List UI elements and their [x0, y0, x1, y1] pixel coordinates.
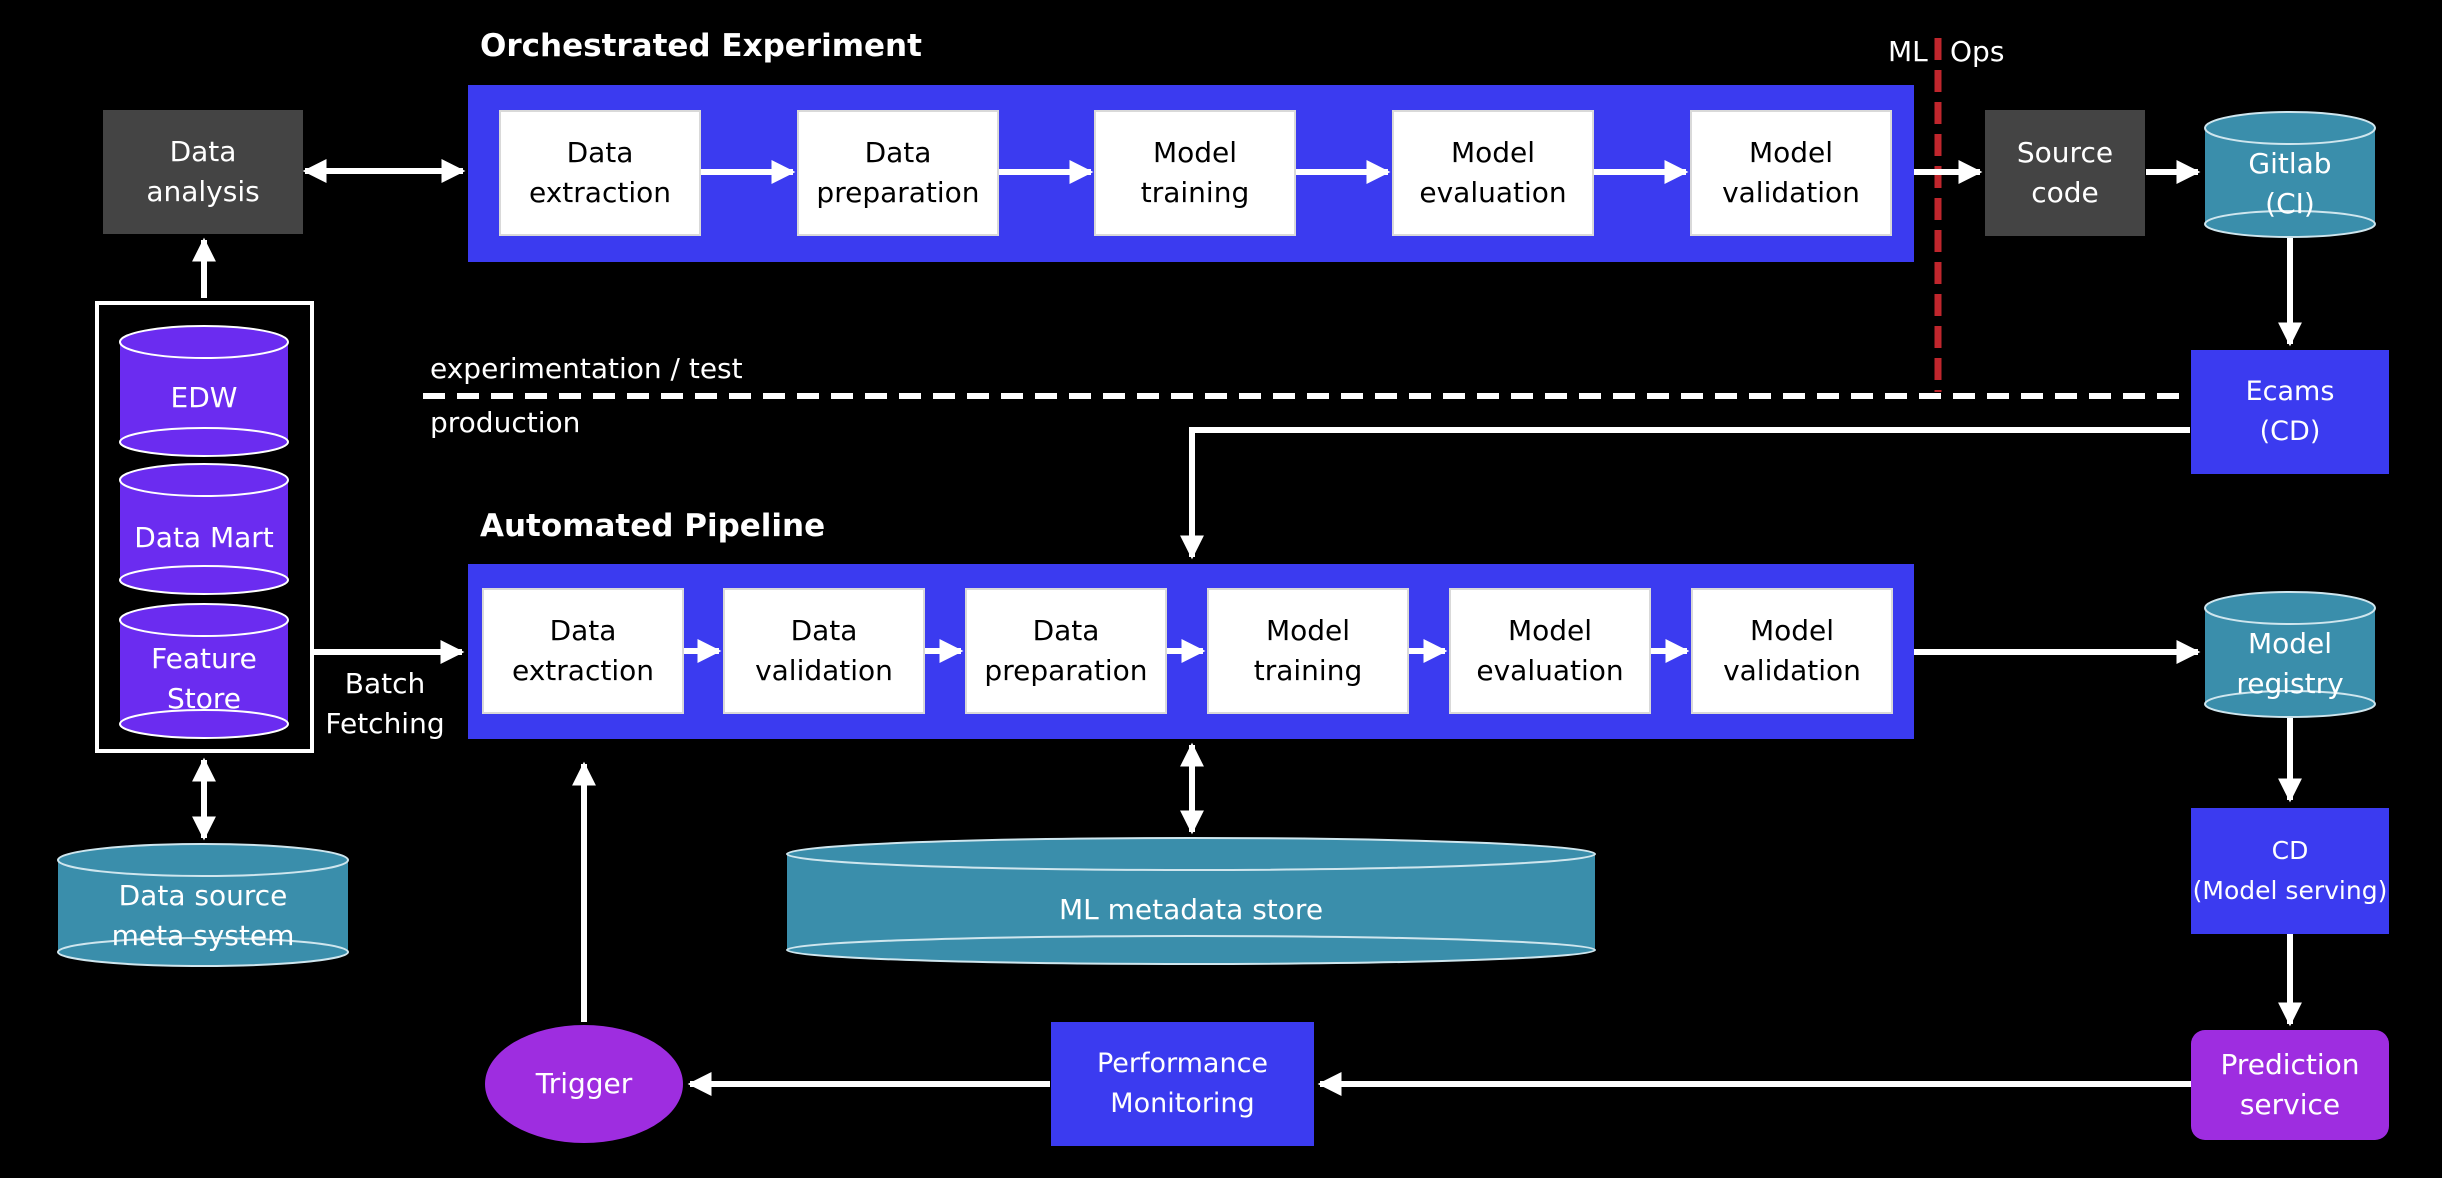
data-analysis-line-1: Data [169, 135, 237, 168]
step-line-1: Model [1152, 136, 1238, 169]
data-source-meta-line-1: Data source [118, 879, 288, 912]
step-line-2: training [1140, 176, 1250, 209]
source-code-line-1: Source [2016, 136, 2114, 169]
model-registry-line-2: registry [2236, 667, 2344, 700]
model-registry-cylinder-shape [2204, 591, 2376, 718]
ecams-line-1: Ecams [2245, 376, 2335, 407]
step-line-2: preparation [816, 176, 980, 209]
arrow-ecams-to-pipeline [1180, 427, 2190, 560]
performance-monitoring-box: Performance Monitoring [1051, 1022, 1314, 1146]
step-line-2: evaluation [1419, 176, 1567, 209]
step-line-2: evaluation [1476, 654, 1624, 687]
experimentation-label: experimentation / test [430, 352, 743, 385]
step-line-1: Model [1507, 614, 1593, 647]
trigger-label: Trigger [535, 1067, 633, 1100]
gitlab-line-1: Gitlab [2248, 147, 2332, 180]
step-line-1: Data [549, 614, 617, 647]
step-line-1: Data [566, 136, 634, 169]
model-registry-label: Model registry [2205, 624, 2375, 704]
auto-step-model-validation: Model validation [1691, 588, 1893, 714]
batch-fetching-line-2: Fetching [325, 707, 445, 740]
step-line-1: Data [1032, 614, 1100, 647]
production-label: production [430, 406, 581, 439]
model-registry-line-1: Model [2247, 627, 2333, 660]
step-line-2: validation [1722, 176, 1860, 209]
ecams-box: Ecams (CD) [2191, 350, 2389, 474]
data-mart-cylinder-shape [119, 463, 289, 595]
auto-step-model-evaluation: Model evaluation [1449, 588, 1651, 714]
step-line-1: Model [1450, 136, 1536, 169]
gitlab-line-2: (CI) [2265, 187, 2315, 220]
step-line-2: extraction [529, 176, 671, 209]
feature-store-label: Feature Store [120, 639, 288, 719]
data-source-meta-line-2: meta system [111, 919, 295, 952]
data-mart-label: Data Mart [134, 521, 274, 554]
performance-line-1: Performance [1096, 1048, 1269, 1079]
orchestrated-title: Orchestrated Experiment [480, 28, 922, 64]
step-line-2: validation [1723, 654, 1861, 687]
feature-store-cylinder-shape [119, 603, 289, 739]
orch-step-model-training: Model training [1094, 110, 1296, 236]
trigger-ellipse [485, 1025, 683, 1143]
ml-metadata-store-label: ML metadata store [1058, 893, 1324, 926]
orch-step-model-validation: Model validation [1690, 110, 1892, 236]
feature-store-line-1: Feature [151, 642, 257, 675]
step-line-1: Model [1265, 614, 1351, 647]
prediction-service-box: Prediction service [2191, 1030, 2389, 1140]
orch-step-data-preparation: Data preparation [797, 110, 999, 236]
prediction-line-1: Prediction [2220, 1048, 2360, 1081]
ops-label: Ops [1950, 35, 2005, 68]
step-line-1: Data [864, 136, 932, 169]
source-code-line-2: code [2031, 176, 2099, 209]
orch-step-model-evaluation: Model evaluation [1392, 110, 1594, 236]
auto-step-data-validation: Data validation [723, 588, 925, 714]
data-store-group [95, 301, 314, 753]
gitlab-label: Gitlab (CI) [2205, 144, 2375, 224]
data-analysis-box: Data analysis [103, 110, 303, 234]
step-line-1: Model [1749, 614, 1835, 647]
ecams-line-2: (CD) [2259, 416, 2321, 447]
cd-model-serving-box: CD (Model serving) [2191, 808, 2389, 934]
batch-fetching-label: Batch Fetching [320, 664, 450, 744]
step-line-2: validation [755, 654, 893, 687]
feature-store-line-2: Store [166, 682, 241, 715]
automated-title: Automated Pipeline [480, 508, 826, 544]
auto-step-model-training: Model training [1207, 588, 1409, 714]
data-analysis-line-2: analysis [146, 175, 260, 208]
step-line-2: training [1253, 654, 1363, 687]
step-line-2: extraction [512, 654, 654, 687]
data-source-meta-label: Data source meta system [58, 876, 348, 956]
gitlab-cylinder-shape [2204, 111, 2376, 238]
auto-step-data-preparation: Data preparation [965, 588, 1167, 714]
cd-line-2: (Model serving) [2192, 876, 2388, 905]
source-code-box: Source code [1985, 110, 2145, 236]
performance-line-2: Monitoring [1110, 1088, 1255, 1119]
step-line-1: Model [1748, 136, 1834, 169]
step-line-1: Data [790, 614, 858, 647]
auto-step-data-extraction: Data extraction [482, 588, 684, 714]
ml-label: ML [1888, 35, 1928, 68]
orch-step-data-extraction: Data extraction [499, 110, 701, 236]
prediction-line-2: service [2239, 1088, 2341, 1121]
batch-fetching-line-1: Batch [344, 667, 426, 700]
step-line-2: preparation [984, 654, 1148, 687]
ml-metadata-cylinder-shape [786, 837, 1596, 965]
edw-cylinder-shape [119, 325, 289, 457]
cd-line-1: CD [2271, 836, 2309, 865]
data-source-meta-cylinder-shape [57, 843, 349, 967]
edw-label: EDW [170, 381, 238, 414]
